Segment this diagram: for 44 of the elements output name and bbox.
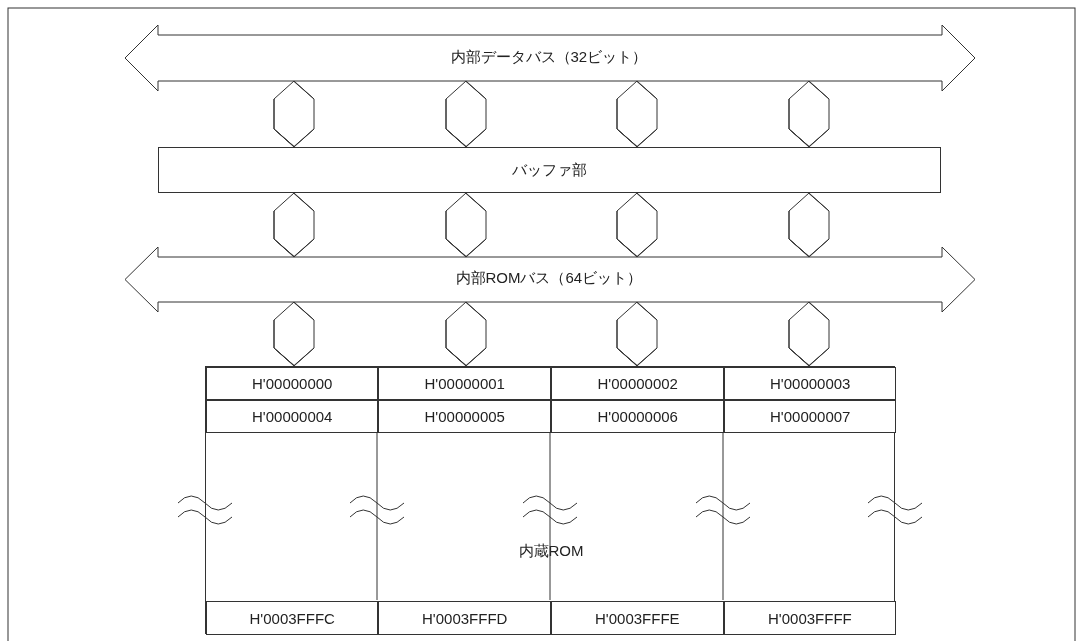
address-cell bbox=[206, 601, 378, 635]
address-text: H'00000007 bbox=[770, 408, 851, 425]
address-cell bbox=[378, 367, 551, 400]
address-cell bbox=[551, 367, 724, 400]
address-cell bbox=[378, 601, 551, 635]
bus-connector bbox=[788, 192, 830, 258]
address-text: H'00000004 bbox=[252, 408, 333, 425]
address-text: H'0003FFFF bbox=[768, 609, 852, 627]
bus-connector bbox=[788, 301, 830, 367]
address-cell bbox=[551, 601, 724, 635]
address-cell bbox=[724, 367, 896, 400]
bus-connector bbox=[445, 80, 487, 148]
address-cell bbox=[206, 367, 378, 400]
address-cell bbox=[378, 400, 551, 433]
address-text: H'00000002 bbox=[597, 375, 678, 392]
address-cell bbox=[551, 400, 724, 433]
bus-connector bbox=[445, 301, 487, 367]
address-cell bbox=[724, 400, 896, 433]
address-text: H'00000003 bbox=[770, 375, 851, 392]
memory-label: 内蔵ROM bbox=[518, 541, 584, 561]
address-cell bbox=[206, 400, 378, 433]
bus-arrow bbox=[125, 247, 975, 312]
address-text: H'0003FFFD bbox=[422, 609, 508, 627]
bus-label: 内部ROMバス（64ビット） bbox=[455, 269, 643, 288]
bus-arrow bbox=[125, 25, 975, 91]
bus-connector bbox=[616, 80, 658, 148]
address-text: H'00000006 bbox=[597, 408, 678, 425]
address-text: H'00000000 bbox=[252, 375, 333, 392]
bus-connector bbox=[788, 80, 830, 148]
bus-connector bbox=[445, 192, 487, 258]
address-text: H'0003FFFE bbox=[595, 609, 680, 627]
bus-connector bbox=[616, 301, 658, 367]
memory-block bbox=[205, 366, 895, 634]
bus-connector bbox=[616, 192, 658, 258]
bus-connector bbox=[273, 301, 315, 367]
bus-label: 内部データバス（32ビット） bbox=[450, 47, 648, 67]
address-text: H'0003FFFC bbox=[249, 609, 335, 627]
process-box bbox=[158, 147, 941, 193]
address-text: H'00000001 bbox=[424, 375, 505, 392]
bus-connector bbox=[273, 80, 315, 148]
box-label: バッファ部 bbox=[512, 160, 587, 180]
address-text: H'00000005 bbox=[424, 408, 505, 425]
bus-connector bbox=[273, 192, 315, 258]
address-cell bbox=[724, 601, 896, 635]
